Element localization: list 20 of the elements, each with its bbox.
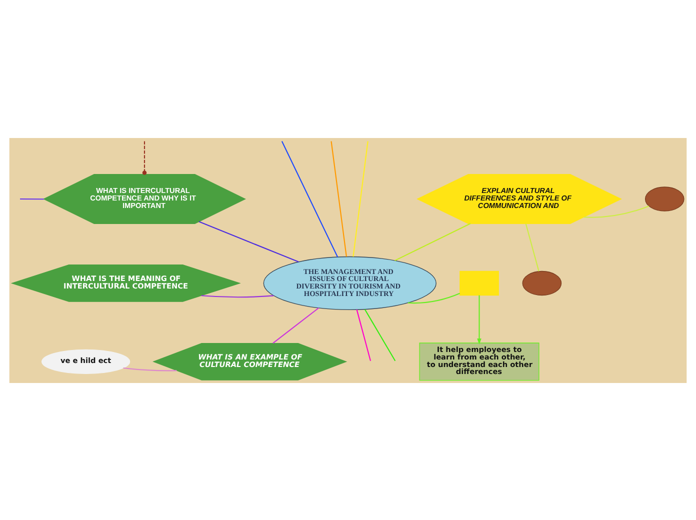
arrow — [477, 294, 482, 344]
connector — [123, 366, 177, 371]
connector — [144, 140, 146, 171]
connector — [364, 308, 396, 361]
connector — [20, 198, 44, 200]
connector — [272, 306, 320, 344]
connector — [201, 294, 274, 298]
connector — [330, 140, 347, 256]
node-ellipse: THE MANAGEMENT AND ISSUES OF CULTURAL DIVERSITY IN TOURISM AND HOSPITALITY INDUSTRY — [263, 256, 436, 310]
connector — [281, 140, 338, 257]
connector — [525, 223, 540, 271]
node-ellipse — [522, 270, 562, 296]
connector — [198, 220, 299, 262]
connector — [584, 205, 650, 218]
connector — [408, 292, 460, 304]
connector — [352, 140, 368, 256]
connector — [356, 308, 372, 361]
node-ellipse — [644, 186, 684, 211]
node-box — [460, 270, 499, 296]
connector — [394, 222, 471, 261]
